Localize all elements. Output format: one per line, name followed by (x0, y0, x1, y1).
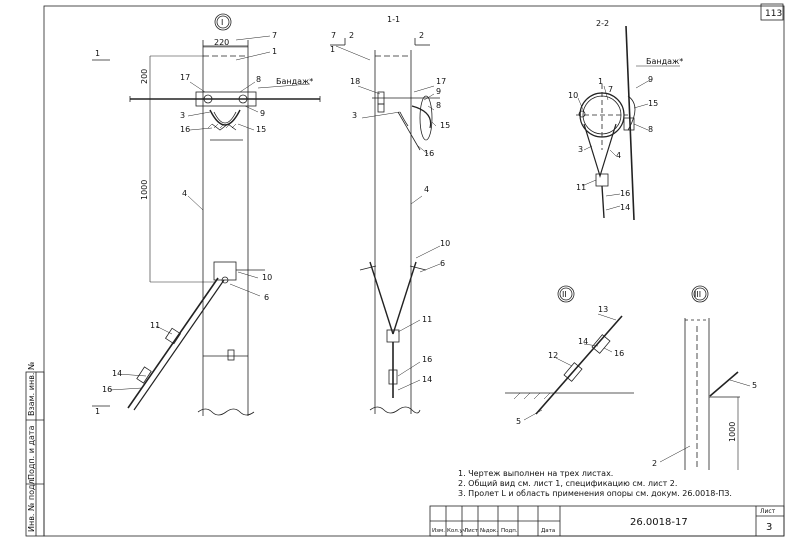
front-callout: 10 (262, 273, 272, 282)
front-callout: 1 (272, 47, 277, 56)
det3-callout: 2 (652, 459, 657, 468)
det2-callout: 16 (614, 349, 624, 358)
section-1-1-view (330, 38, 441, 414)
detail-3-view (659, 285, 751, 470)
sec11-callout: 11 (422, 315, 432, 324)
front-callout: 16 (102, 385, 112, 394)
front-view (92, 13, 321, 416)
sheet-number-top: 113 (765, 9, 782, 19)
detail-2-callouts: 13 14 16 12 5 (516, 305, 624, 426)
stamp-header: Дата (541, 528, 555, 534)
section-1-1-cut-left: 2 (349, 31, 354, 40)
section-1-1-cut-right: 2 (419, 31, 424, 40)
detail-3-dim: 1000 (728, 422, 737, 442)
sec22-callout: 3 (578, 145, 583, 154)
stamp-sheet-label: Лист (760, 508, 776, 515)
front-callout: 14 (112, 369, 122, 378)
section-2-2-title: 2-2 (596, 19, 609, 28)
sec22-callout: 10 (568, 91, 578, 100)
front-bandage: Бандаж* (276, 77, 313, 86)
front-callout: 15 (256, 125, 266, 134)
stamp-header: №док. (480, 528, 498, 534)
sec11-callout: 14 (422, 375, 432, 384)
det2-callout: 13 (598, 305, 608, 314)
det2-callout: 14 (578, 337, 588, 346)
section-2-2-bandage: Бандаж* (646, 57, 683, 66)
stamp-header: Кол.уч (447, 528, 466, 534)
front-callout: 16 (180, 125, 190, 134)
front-callouts: 7 1 17 8 3 9 16 15 4 10 6 11 14 16 (102, 31, 277, 394)
side-field-sign: Подп. и дата (27, 425, 36, 480)
front-callout: 4 (182, 189, 187, 198)
sec22-callout: 8 (648, 125, 653, 134)
sec22-callout: 7 (608, 85, 613, 94)
front-callout: 9 (260, 109, 265, 118)
front-callout: 3 (180, 111, 185, 120)
sec11-callout: 16 (422, 355, 432, 364)
sec22-callout: 1 (598, 77, 603, 86)
sec22-callout: 11 (576, 183, 586, 192)
front-callout: 11 (150, 321, 160, 330)
front-callout: 7 (272, 31, 277, 40)
front-callout: 8 (256, 75, 261, 84)
front-marker: I (221, 18, 223, 27)
side-field-inv: Инв. № подл. (27, 477, 36, 532)
stamp-sheet-value: 3 (766, 522, 772, 533)
front-dim-width: 220 (214, 38, 229, 47)
sec11-callout: 3 (352, 111, 357, 120)
front-section-mark-top: 1 (95, 49, 100, 58)
note-line: 3. Пролет L и область применения опоры с… (458, 489, 732, 498)
doc-code: 26.0018-17 (630, 517, 688, 528)
section-2-2-view (576, 25, 680, 221)
section-2-2-callouts: 1 7 10 9 15 8 3 4 11 16 14 (568, 75, 658, 212)
front-callout: 6 (264, 293, 269, 302)
det2-callout: 5 (516, 417, 521, 426)
sec22-callout: 14 (620, 203, 630, 212)
section-1-1-title: 1-1 (387, 15, 400, 24)
detail-2-marker: II (562, 290, 567, 299)
stamp-header: Изм. (432, 528, 445, 534)
sec11-callout: 10 (440, 239, 450, 248)
section-1-1-num7: 7 (331, 31, 336, 40)
section-1-1-callouts: 1 18 17 9 8 3 15 16 4 10 6 11 16 14 (330, 45, 450, 384)
note-line: 2. Общий вид см. лист 1, спецификацию см… (458, 479, 677, 488)
sheet-frame (43, 5, 785, 537)
sheet-number-box (760, 3, 784, 21)
det2-callout: 12 (548, 351, 558, 360)
stamp-headers: Изм. Кол.уч Лист №док. Подп. Дата (432, 528, 555, 534)
sec11-callout: 4 (424, 185, 429, 194)
side-stamp (25, 371, 45, 537)
sec11-callout: 8 (436, 101, 441, 110)
front-dim-height: 1000 (140, 180, 149, 200)
sec22-callout: 15 (648, 99, 658, 108)
sec11-callout: 9 (436, 87, 441, 96)
sec11-callout: 15 (440, 121, 450, 130)
stamp-header: Подп. (501, 528, 518, 534)
front-callout: 17 (180, 73, 190, 82)
sec22-callout: 4 (616, 151, 621, 160)
det3-callout: 5 (752, 381, 757, 390)
detail-2-view (505, 285, 634, 421)
side-field-replace: Взам. инв. № (27, 361, 36, 416)
notes: 1. Чертеж выполнен на трех листах. 2. Об… (458, 469, 732, 498)
sec11-callout: 17 (436, 77, 446, 86)
stamp-header: Лист (464, 528, 479, 534)
note-line: 1. Чертеж выполнен на трех листах. (458, 469, 613, 478)
title-block (429, 505, 785, 537)
front-dim-top: 200 (140, 69, 149, 84)
detail-3-callouts: 5 2 (652, 381, 757, 468)
detail-3-marker: III (694, 290, 701, 299)
sec11-callout: 16 (424, 149, 434, 158)
front-section-mark-bottom: 1 (95, 407, 100, 416)
sec22-callout: 9 (648, 75, 653, 84)
sec11-callout: 18 (350, 77, 360, 86)
sec22-callout: 16 (620, 189, 630, 198)
sec11-callout: 6 (440, 259, 445, 268)
sec11-callout: 1 (330, 45, 335, 54)
